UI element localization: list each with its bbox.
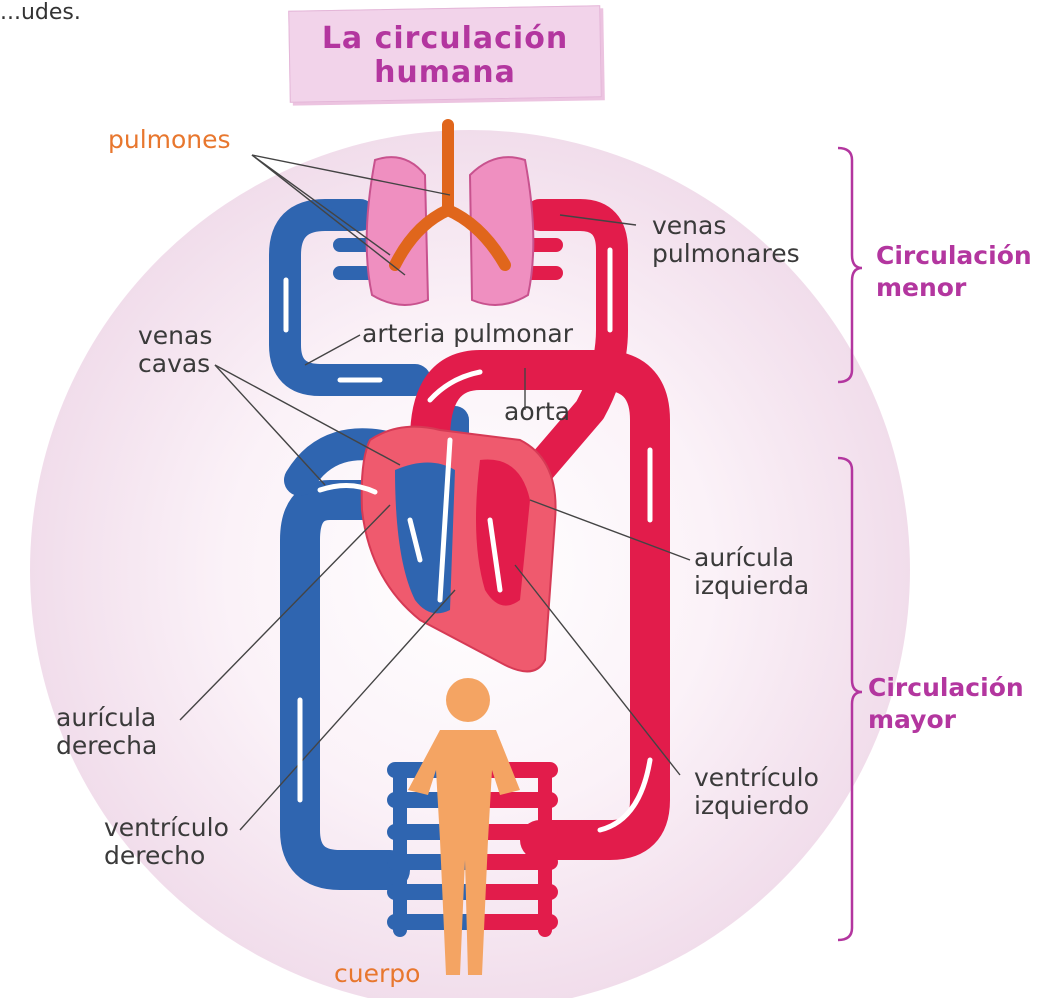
group-mayor-2: mayor	[868, 704, 1024, 736]
label-venas-pulmonares: venas pulmonares	[652, 212, 800, 268]
label-cuerpo: cuerpo	[334, 960, 420, 988]
label-auricula-izquierda-1: aurícula	[694, 544, 809, 572]
label-pulmones: pulmones	[108, 126, 231, 154]
label-venas-pulmonares-1: venas	[652, 212, 800, 240]
label-ventriculo-derecho-2: derecho	[104, 842, 229, 870]
title-line-2: humana	[289, 56, 601, 90]
label-auricula-derecha: aurícula derecha	[56, 704, 157, 760]
group-mayor-1: Circulación	[868, 672, 1024, 704]
label-venas-pulmonares-2: pulmonares	[652, 240, 800, 268]
label-arteria-pulmonar: arteria pulmonar	[362, 320, 573, 348]
group-menor-2: menor	[876, 272, 1032, 304]
label-venas-cavas-1: venas	[138, 322, 212, 350]
label-auricula-izquierda: aurícula izquierda	[694, 544, 809, 600]
group-menor-1: Circulación	[876, 240, 1032, 272]
title-box: La circulación humana	[289, 8, 601, 100]
group-circulacion-mayor: Circulación mayor	[868, 672, 1024, 736]
label-aorta: aorta	[504, 398, 570, 426]
label-ventriculo-izquierdo-2: izquierdo	[694, 792, 819, 820]
label-venas-cavas: venas cavas	[138, 322, 212, 378]
label-ventriculo-izquierdo: ventrículo izquierdo	[694, 764, 819, 820]
label-auricula-derecha-1: aurícula	[56, 704, 157, 732]
group-circulacion-menor: Circulación menor	[876, 240, 1032, 304]
label-auricula-derecha-2: derecha	[56, 732, 157, 760]
label-ventriculo-izquierdo-1: ventrículo	[694, 764, 819, 792]
title-line-1: La circulación	[289, 22, 601, 56]
label-auricula-izquierda-2: izquierda	[694, 572, 809, 600]
label-venas-cavas-2: cavas	[138, 350, 212, 378]
label-ventriculo-derecho-1: ventrículo	[104, 814, 229, 842]
label-ventriculo-derecho: ventrículo derecho	[104, 814, 229, 870]
